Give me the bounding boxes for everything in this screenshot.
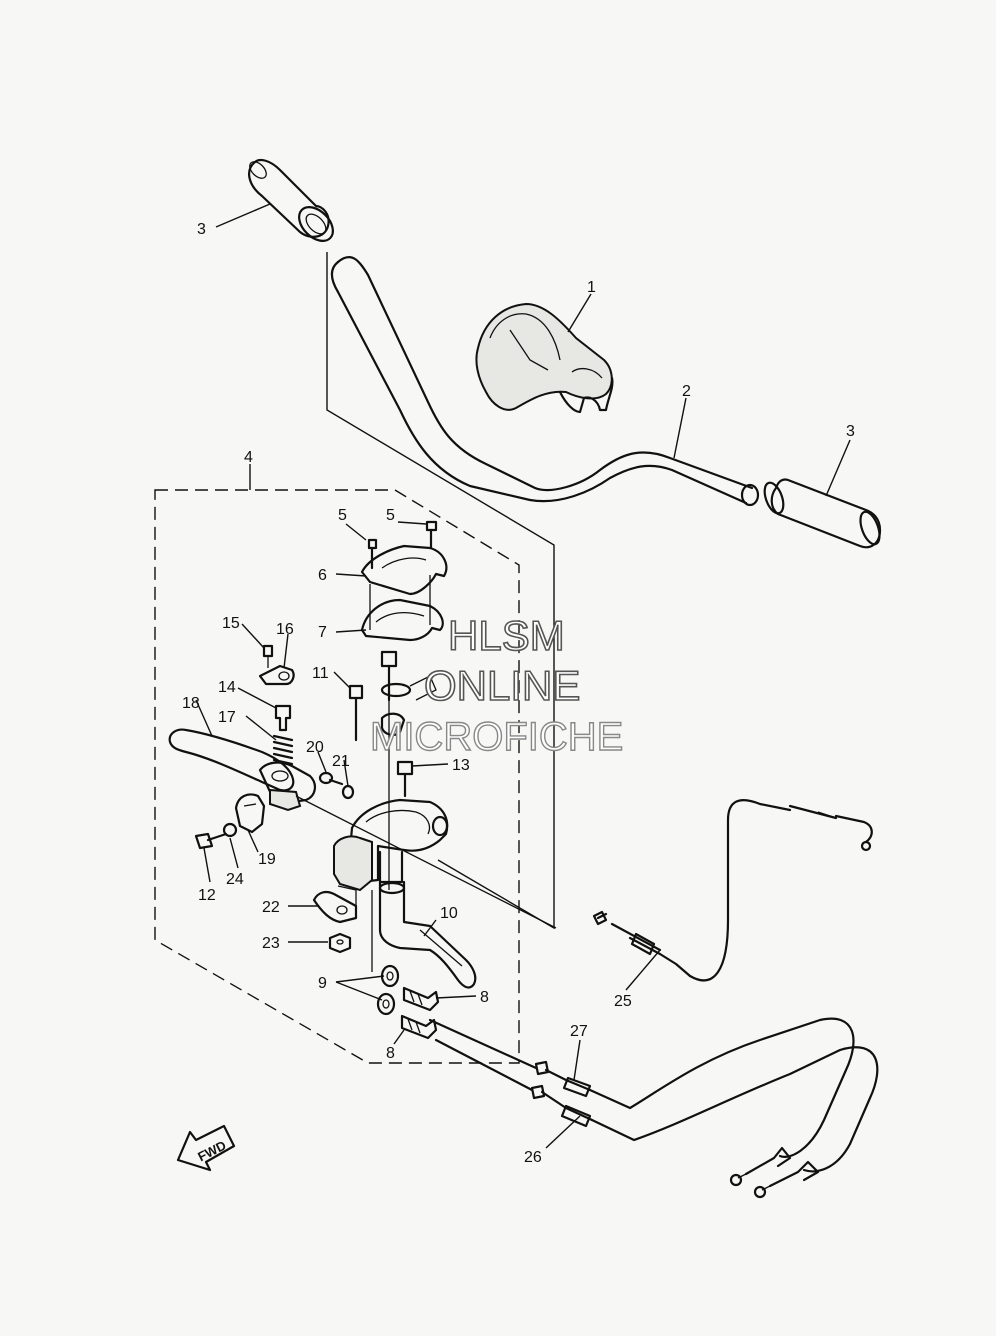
callout-20: 20 bbox=[306, 739, 324, 756]
bracket-19 bbox=[234, 793, 266, 834]
callout-15: 15 bbox=[222, 615, 240, 632]
callout-7: 7 bbox=[318, 624, 327, 641]
collar-24 bbox=[222, 822, 238, 838]
lever-assembly-frame bbox=[154, 489, 520, 1064]
callout-1: 1 bbox=[587, 279, 596, 296]
nut-21 bbox=[341, 784, 355, 800]
callout-9: 9 bbox=[318, 975, 327, 992]
callout-12: 12 bbox=[198, 887, 216, 904]
bolt-8-upper bbox=[402, 986, 440, 1012]
nut-23 bbox=[328, 932, 352, 954]
watermark-line-1: HLSM bbox=[448, 612, 565, 659]
spring-17 bbox=[272, 734, 294, 766]
callout-22: 22 bbox=[262, 899, 280, 916]
watermark: HLSM ONLINE MICROFICHE bbox=[369, 611, 624, 760]
callout-4: 4 bbox=[244, 449, 253, 466]
handlebar-pad bbox=[475, 302, 614, 414]
callout-13: 13 bbox=[452, 757, 470, 774]
callout-21: 21 bbox=[332, 753, 350, 770]
throttle-housing bbox=[333, 798, 449, 892]
callout-25: 25 bbox=[614, 993, 632, 1010]
callout-11: 11 bbox=[312, 665, 329, 682]
bolt-12 bbox=[194, 832, 228, 850]
callout-10: 10 bbox=[440, 905, 458, 922]
callout-8-lower: 8 bbox=[386, 1045, 395, 1062]
bolt-13 bbox=[396, 760, 414, 798]
callout-26: 26 bbox=[524, 1149, 542, 1166]
upper-clamp bbox=[360, 544, 448, 596]
plate-16 bbox=[258, 664, 295, 686]
callout-14: 14 bbox=[218, 679, 236, 696]
upper-assembly-frame bbox=[326, 252, 555, 930]
leader-lines bbox=[195, 203, 851, 1149]
bolt-5-right bbox=[425, 520, 438, 550]
callout-3-right: 3 bbox=[846, 423, 855, 440]
fwd-arrow-icon: FWD bbox=[176, 1124, 236, 1172]
cable-ends bbox=[729, 1146, 820, 1199]
callout-8-upper: 8 bbox=[480, 989, 489, 1006]
fwd-label: FWD bbox=[195, 1138, 228, 1165]
center-washer bbox=[380, 675, 437, 737]
handlebar-grip-right bbox=[763, 478, 882, 549]
callout-27: 27 bbox=[570, 1023, 588, 1040]
callout-5-left: 5 bbox=[338, 507, 347, 524]
washer-9-upper bbox=[380, 964, 400, 988]
handlebar bbox=[330, 256, 760, 507]
throttle-lever bbox=[378, 880, 477, 989]
lever-18 bbox=[168, 728, 316, 812]
bolt-5-left bbox=[367, 538, 378, 570]
screw-20 bbox=[318, 771, 344, 786]
callout-23: 23 bbox=[262, 935, 280, 952]
callout-labels: 3 1 2 3 4 5 5 6 7 15 16 11 14 18 17 20 2… bbox=[182, 221, 855, 1166]
callout-17: 17 bbox=[218, 709, 236, 726]
callout-24: 24 bbox=[226, 871, 244, 888]
cable-26 bbox=[434, 1038, 879, 1173]
callout-3-left: 3 bbox=[197, 221, 206, 238]
cable-27 bbox=[428, 1017, 855, 1158]
callout-19: 19 bbox=[258, 851, 276, 868]
callout-18: 18 bbox=[182, 695, 200, 712]
watermark-line-3: MICROFICHE bbox=[370, 715, 623, 759]
bolt-8-lower bbox=[400, 1014, 438, 1040]
callout-5-right: 5 bbox=[386, 507, 395, 524]
plate-22 bbox=[312, 885, 358, 924]
clamp-plate bbox=[360, 598, 444, 642]
callout-16: 16 bbox=[276, 621, 294, 638]
handlebar-grip-left bbox=[248, 159, 334, 242]
pin-14 bbox=[274, 704, 292, 732]
left-axis-line bbox=[295, 795, 557, 929]
screw-15 bbox=[262, 644, 274, 668]
throttle-cable-25 bbox=[592, 799, 873, 982]
watermark-line-2: ONLINE bbox=[424, 662, 580, 709]
callout-2: 2 bbox=[682, 383, 691, 400]
washer-9-lower bbox=[376, 992, 396, 1016]
bolt-11 bbox=[348, 684, 364, 742]
callout-6: 6 bbox=[318, 567, 327, 584]
